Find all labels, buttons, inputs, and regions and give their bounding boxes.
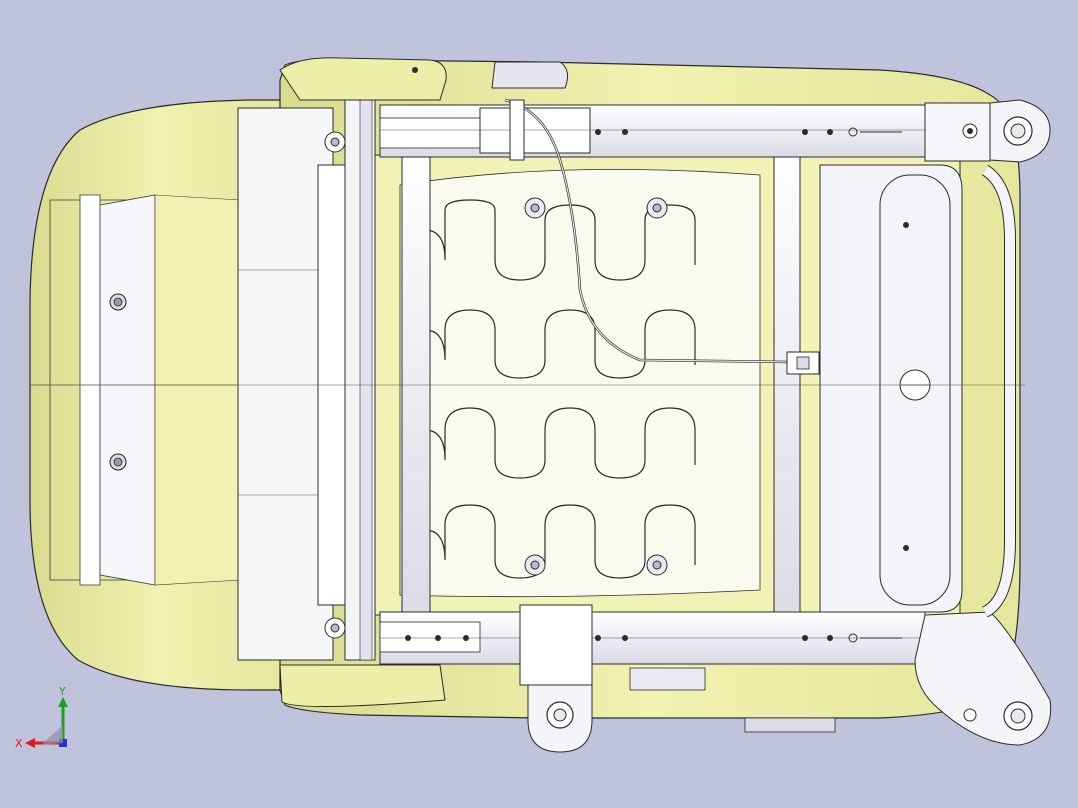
cross-tubes[interactable] [401,149,801,616]
top-hinge-bracket[interactable] [279,57,569,101]
backrest-hinge-pivots [324,131,346,639]
seat-rail-top[interactable] [379,99,1051,163]
wire-harness[interactable] [504,98,820,375]
backrest-cushion[interactable] [29,99,291,691]
recliner-plate[interactable] [237,107,359,661]
y-axis-label: Y [58,685,66,698]
seat-springs [404,199,696,579]
front-cross-bar[interactable] [344,99,376,661]
bottom-hinge-bracket[interactable] [279,664,446,708]
x-axis-label: X [15,737,23,750]
spring-mounts [524,197,668,576]
rear-tube[interactable] [981,164,1016,618]
axis-triad: Y X [15,685,68,750]
seat-rail-bottom[interactable] [379,604,1052,753]
